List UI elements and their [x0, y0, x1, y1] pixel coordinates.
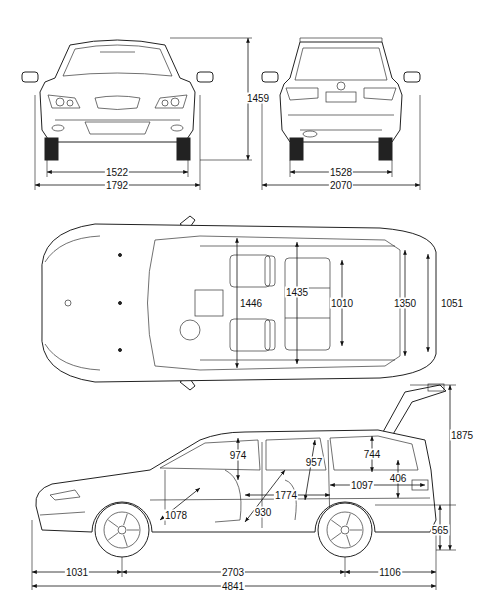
dimension-label: 1097 — [350, 480, 374, 491]
wheel-spoke — [124, 514, 128, 525]
wheel-spoke — [108, 533, 118, 540]
dimension-label: 1522 — [105, 167, 129, 178]
dimension-label: 744 — [363, 449, 382, 460]
dimension-label: 1078 — [164, 510, 188, 521]
wheel-spoke — [331, 520, 341, 527]
dimension-label: 4841 — [221, 581, 245, 592]
wheel-spoke — [331, 533, 341, 540]
dimension-label: 1875 — [450, 430, 474, 441]
dimension-label: 565 — [431, 525, 450, 536]
wheel-spoke — [350, 530, 362, 531]
dimension-label: 957 — [305, 457, 324, 468]
side-view — [32, 384, 456, 590]
rear-view — [262, 38, 420, 190]
dimension-label: 1010 — [330, 298, 354, 309]
wheel-spoke — [347, 514, 351, 525]
dimension-label: 406 — [389, 473, 408, 484]
dimension-label: 2070 — [329, 180, 353, 191]
dimension-label: 1446 — [239, 298, 263, 309]
wheel-spoke — [124, 535, 128, 546]
wheel-spoke — [347, 535, 351, 546]
dimension-label: 1031 — [65, 567, 89, 578]
front-view — [22, 38, 252, 190]
dimension-label: 1106 — [378, 567, 402, 578]
dimension-label: 1792 — [105, 180, 129, 191]
wheel-spoke — [127, 530, 139, 531]
dimension-label: 1435 — [285, 287, 309, 298]
dimension-label: 1528 — [329, 167, 353, 178]
dimension-label: 930 — [254, 507, 273, 518]
dimension-label: 974 — [229, 450, 248, 461]
dimension-label: 1051 — [440, 298, 464, 309]
dimension-label: 1350 — [393, 298, 417, 309]
wheel-spoke — [108, 520, 118, 527]
top-view — [42, 216, 436, 390]
dimension-label: 1774 — [274, 490, 298, 501]
dimension-label: 2703 — [221, 567, 245, 578]
dimension-label: 1459 — [246, 93, 270, 104]
